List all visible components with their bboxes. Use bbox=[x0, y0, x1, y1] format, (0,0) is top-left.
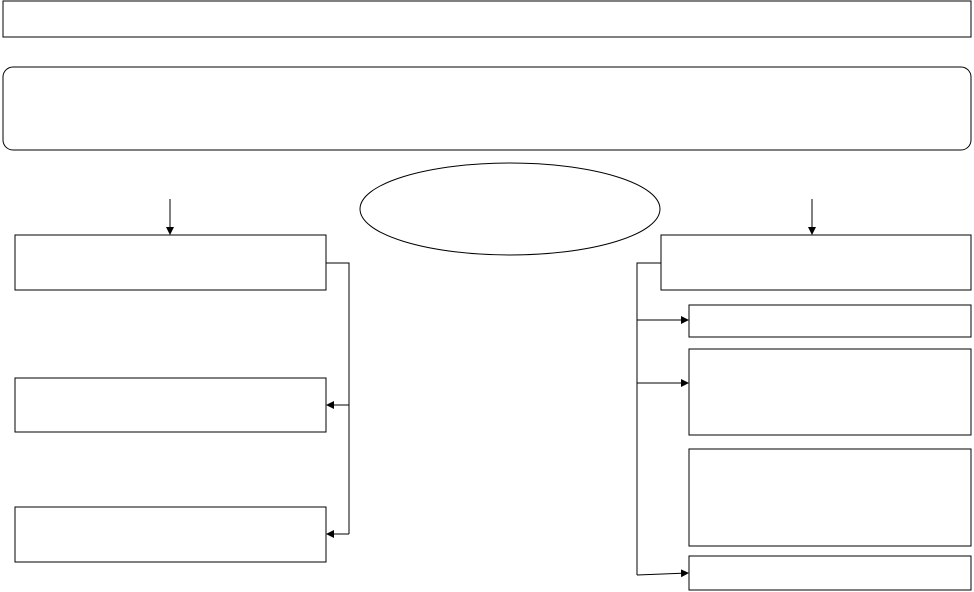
left-box-3 bbox=[14, 506, 327, 563]
left-box-2 bbox=[14, 377, 327, 433]
title-box bbox=[2, 0, 972, 38]
left-box-1 bbox=[14, 234, 327, 291]
right-box-2 bbox=[688, 304, 972, 338]
right-box-1 bbox=[660, 234, 972, 291]
right-connector-to-box-5 bbox=[636, 569, 689, 578]
right-box-3 bbox=[688, 348, 972, 436]
center-ellipse bbox=[359, 162, 661, 256]
right-box-5 bbox=[688, 555, 972, 591]
left-connector-trunk bbox=[326, 262, 350, 534]
right-connector-trunk bbox=[636, 262, 661, 575]
right-box-4 bbox=[688, 448, 972, 547]
header-box bbox=[2, 66, 972, 151]
